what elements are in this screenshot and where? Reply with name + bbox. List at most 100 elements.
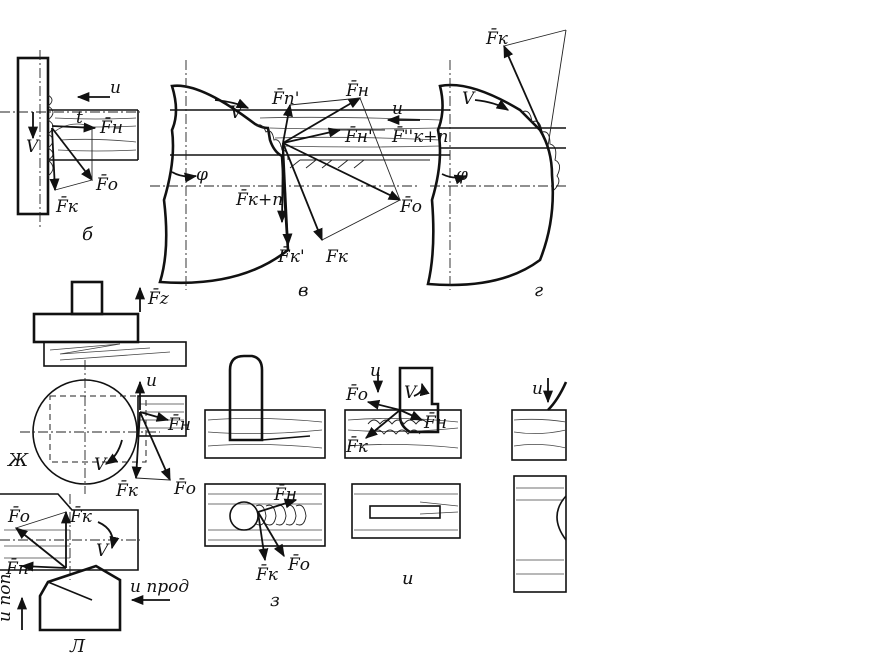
- panel-z-label-fn: F̄н: [273, 483, 297, 505]
- panel-g-teeth: [521, 110, 560, 191]
- panel-b-label-t: t: [76, 108, 83, 128]
- panel-z-chip-marks: [255, 504, 307, 526]
- panel-b: u V t F̄н F̄о F̄к б: [0, 50, 140, 245]
- panel-z-label-fk: F̄к: [255, 563, 279, 585]
- panel-b-fo-arrow: [51, 127, 93, 181]
- panel-g: F̄к V φ г: [426, 27, 567, 301]
- panel-l-rotation-arrow: [97, 521, 120, 550]
- panel-v-label-phi: φ: [196, 165, 208, 185]
- panel-l-caption: Л: [69, 636, 86, 657]
- panel-k-label-u: u: [532, 379, 543, 399]
- panel-i-fn-arrow: [399, 409, 424, 421]
- panel-i-label-v: V: [404, 383, 418, 403]
- panel-v-label-fk: Fк: [325, 247, 349, 267]
- panel-i: u F̄о V F̄н F̄к и: [344, 361, 462, 589]
- panel-v-label-fp1: F̄п': [271, 87, 299, 109]
- panel-g-rotation-arrow: [474, 99, 510, 111]
- panel-v-label-u: u: [392, 99, 403, 119]
- panel-i-label-fo: F̄о: [345, 383, 368, 405]
- panel-g-label-fk: F̄к: [485, 27, 509, 49]
- panel-i-workpiece-side: [344, 409, 462, 459]
- panel-g-label-v: V: [462, 89, 476, 109]
- panel-l-workpiece: [0, 493, 139, 571]
- panel-b-teeth: [47, 94, 54, 177]
- panel-z-caption: з: [270, 590, 280, 611]
- panel-v-fk-arrow: [282, 142, 323, 242]
- panel-v-label-fo: F̄о: [399, 195, 422, 217]
- panel-l-label-v: V: [96, 541, 110, 561]
- panel-z-end-mill: [228, 354, 264, 442]
- panel-g-cutter-disk: [426, 83, 555, 287]
- panel-zh-spindle: [70, 280, 104, 316]
- panel-i-rotation-arrow: [413, 382, 430, 397]
- panel-zh-label-fo: F̄о: [173, 477, 196, 499]
- panel-b-caption: б: [82, 224, 94, 245]
- panel-b-label-u: u: [110, 78, 121, 98]
- panel-v-cutter-disk: [158, 84, 290, 285]
- panel-zh-rotation-arrow: [104, 439, 123, 465]
- panel-i-chip-marks: [367, 419, 429, 435]
- panel-v-fn1-arrow: [282, 127, 342, 144]
- panel-l-label-fp: F̄п: [5, 557, 29, 579]
- panel-zh-label-fn: F̄н: [167, 413, 191, 435]
- panel-b-label-fo: F̄о: [95, 173, 118, 195]
- panel-k-workpiece-top: [513, 475, 567, 593]
- panel-v-fp1-arrow: [282, 103, 293, 144]
- panel-l-tool: [38, 564, 122, 632]
- panel-l: F̄о F̄к F̄п V u прод u поп Л: [0, 493, 189, 657]
- panel-b-label-fk: F̄к: [55, 195, 79, 217]
- panel-i-fo-arrow: [366, 399, 401, 411]
- panel-i-label-fk: F̄к: [345, 435, 369, 457]
- panel-l-label-fk: F̄к: [69, 505, 93, 527]
- panel-zh-fo-arrow: [139, 411, 171, 482]
- panel-zh-cutter-head: [32, 312, 140, 344]
- panel-i-label-fn: F̄н: [423, 411, 447, 433]
- panel-g-caption: г: [534, 280, 543, 301]
- panel-b-label-fn: F̄н: [99, 116, 123, 138]
- panel-zh-label-fz: F̄z: [147, 287, 170, 309]
- panel-z-workpiece-side: [204, 409, 326, 459]
- panel-l-label-u-prod: u прод: [130, 577, 189, 597]
- panel-v-label-fk1: F̄к': [277, 245, 305, 267]
- panel-z: F̄н F̄к F̄о з: [204, 354, 326, 611]
- panel-v-label-fn1: F̄н': [344, 125, 373, 147]
- panel-l-label-u-pop: u поп: [0, 574, 15, 623]
- panel-zh-fn-arrow: [139, 411, 170, 422]
- panel-k-tool-edge: [547, 381, 568, 411]
- panel-g-label-phi: φ: [456, 165, 468, 185]
- panel-b-tool-body: [16, 56, 50, 216]
- panel-v-rotation-arrow: [214, 98, 250, 109]
- panel-z-fo-arrow: [257, 511, 285, 558]
- panel-v-teeth: [255, 124, 289, 161]
- panel-z-label-fo: F̄о: [287, 553, 310, 575]
- panel-z-fk-arrow: [257, 511, 269, 562]
- panel-zh-fk-arrow: [131, 411, 142, 480]
- panel-v-caption: в: [298, 280, 308, 301]
- panel-k-workpiece-side: [511, 409, 567, 461]
- panel-i-slot: [369, 505, 441, 519]
- panel-v-fk1-arrow: [282, 142, 293, 247]
- panel-zh-workpiece-side: [43, 341, 187, 367]
- panel-v-fn-arrow: [282, 97, 362, 144]
- panel-k-cut-contour: [556, 495, 567, 541]
- panel-zh-label-u: u: [146, 371, 157, 391]
- panel-z-mill-section: [229, 501, 259, 531]
- panel-i-caption: и: [402, 568, 414, 589]
- panel-zh: F̄z u F̄н V F̄к F̄о Ж: [6, 280, 196, 501]
- panel-b-label-v: V: [26, 137, 40, 157]
- panel-v-hatching: [289, 159, 430, 169]
- panel-b-fk-arrow: [49, 127, 60, 192]
- panel-zh-label-v: V: [94, 455, 108, 475]
- panel-v-label-fn: F̄н: [345, 79, 369, 101]
- panel-v: F̄п' F̄н u F̄н' F̄''к+п V φ F̄к+п' F̄о F…: [150, 60, 450, 301]
- panel-l-fp-arrow: [20, 561, 67, 572]
- panel-g-fk-arrow: [503, 44, 549, 147]
- panel-l-fo-arrow: [15, 527, 67, 569]
- panel-z-workpiece-top: [204, 483, 326, 547]
- panel-zh-label-fk: F̄к: [115, 479, 139, 501]
- panel-v-label-v: V: [230, 103, 244, 123]
- panel-i-workpiece-top: [351, 483, 461, 539]
- panel-l-label-fo: F̄о: [7, 505, 30, 527]
